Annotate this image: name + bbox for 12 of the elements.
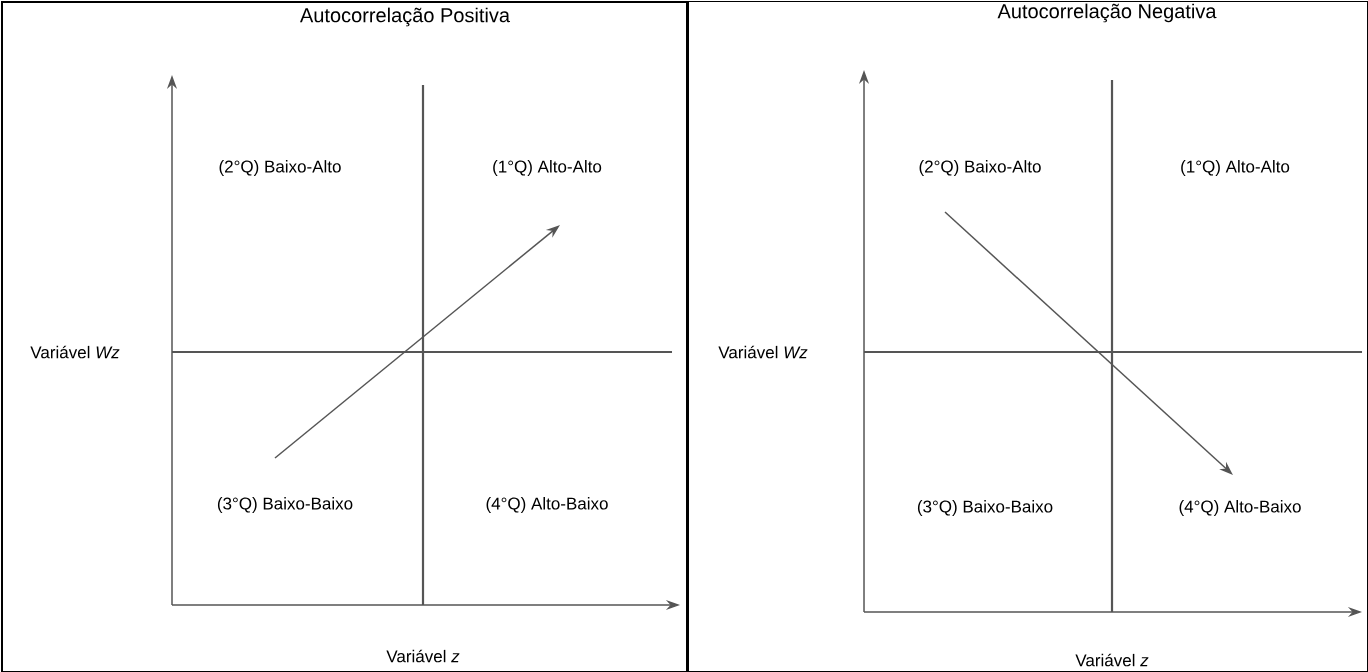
quadrant-label: (2°Q) Baixo-Alto: [219, 160, 341, 176]
quadrant-label: (4°Q) Alto-Baixo: [486, 497, 608, 513]
quadrant-label: (4°Q) Alto-Baixo: [1179, 500, 1301, 516]
quadrant-label: (2°Q) Baixo-Alto: [919, 160, 1041, 176]
quadrant-label: (1°Q) Alto-Alto: [1181, 160, 1290, 176]
axis-label: Variável Wz: [718, 345, 808, 359]
axis-label: Variável z: [1075, 653, 1149, 667]
quadrant-label: (1°Q) Alto-Alto: [493, 160, 602, 176]
quadrant-label: (3°Q) Baixo-Baixo: [217, 497, 353, 513]
axis-label: Variável z: [386, 649, 460, 663]
axis-label: Variável Wz: [30, 345, 120, 359]
quadrant-label: (3°Q) Baixo-Baixo: [917, 500, 1053, 516]
